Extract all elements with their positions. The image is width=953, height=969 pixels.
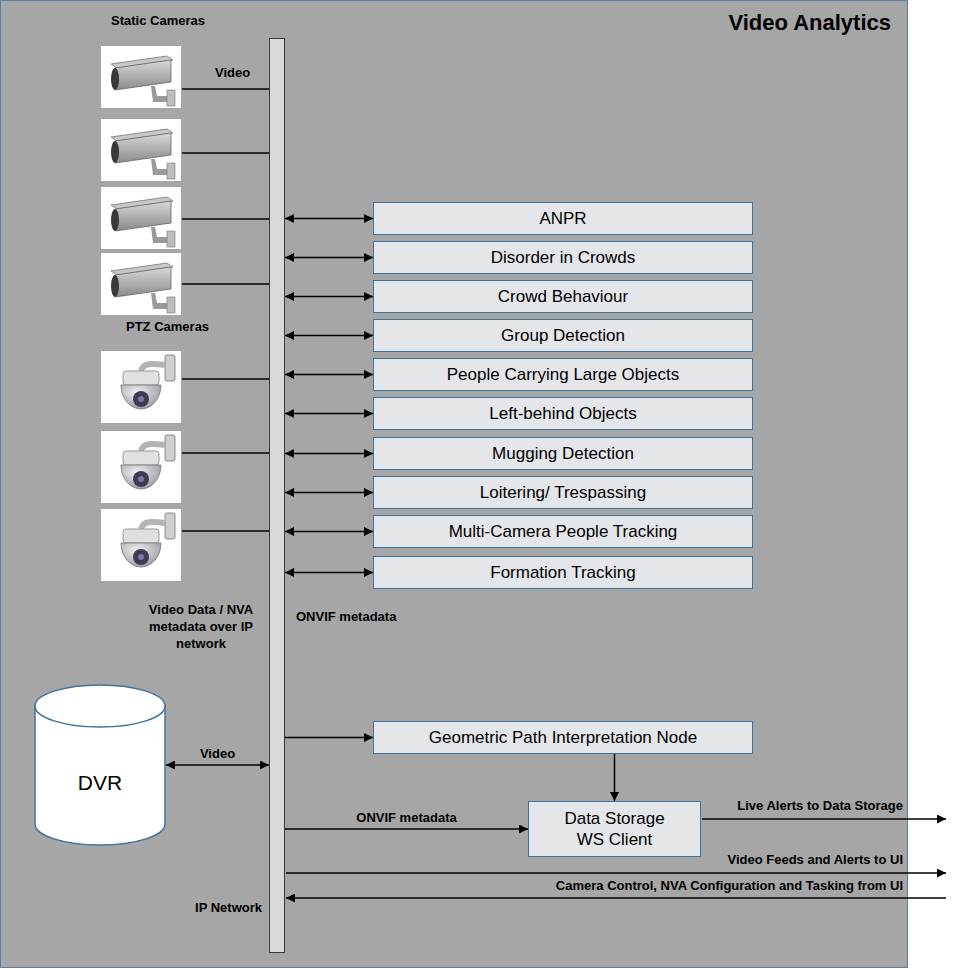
static-camera: [101, 46, 181, 108]
connector-arrow: [285, 453, 373, 455]
analytics-box: Formation Tracking: [373, 556, 753, 589]
analytics-box: People Carrying Large Objects: [373, 358, 753, 391]
static-camera: [101, 119, 181, 181]
camera-link: [182, 152, 269, 154]
node-text: People Carrying Large Objects: [447, 364, 679, 385]
connector-arrow: [285, 296, 373, 298]
ptz-camera: [101, 509, 181, 581]
annotation-label: Video: [215, 65, 250, 81]
analytics-box: Mugging Detection: [373, 437, 753, 470]
annotation-label: Live Alerts to Data Storage: [737, 798, 903, 814]
panel-title: Video Analytics: [728, 10, 891, 36]
node-text: Left-behind Objects: [489, 403, 636, 424]
bus-label: IP Network: [195, 900, 262, 916]
node-text: ANPR: [539, 208, 586, 229]
connector-arrow: [285, 413, 373, 415]
analytics-box: Disorder in Crowds: [373, 241, 753, 274]
analytics-box: Group Detection: [373, 319, 753, 352]
output-arrow: [702, 818, 946, 820]
annotation-label: ONVIF metadata: [296, 609, 396, 625]
input-arrow: [286, 897, 946, 899]
annotation-label: Static Cameras: [111, 13, 205, 29]
annotation-label: PTZ Cameras: [126, 319, 209, 335]
node-text: Formation Tracking: [490, 562, 636, 583]
node-text: Disorder in Crowds: [491, 247, 636, 268]
storage-box: Data Storage WS Client: [528, 801, 701, 857]
camera-link: [182, 530, 269, 532]
edge-label: Video: [198, 746, 237, 762]
connector-arrow: [285, 335, 373, 337]
camera-link: [182, 452, 269, 454]
ptz-camera: [101, 431, 181, 503]
connector-arrow: [285, 737, 373, 739]
annotation-label: Video Feeds and Alerts to UI: [727, 852, 903, 868]
static-camera: [101, 187, 181, 249]
cylinder-outline: [34, 684, 166, 846]
ptz-camera: [101, 351, 181, 423]
node-text: Crowd Behaviour: [498, 286, 628, 307]
connector-arrow: [285, 374, 373, 376]
node-text: Multi-Camera People Tracking: [449, 521, 678, 542]
static-camera: [101, 253, 181, 315]
annotation-label: Camera Control, NVA Configuration and Ta…: [556, 878, 903, 894]
node-text: Loitering/ Trespassing: [480, 482, 646, 503]
dvr-cylinder: DVR: [34, 684, 166, 846]
camera-link: [182, 283, 269, 285]
output-arrow: [286, 872, 946, 874]
camera-link: [182, 218, 269, 220]
connector-arrow: [285, 572, 373, 574]
connector-arrow: [285, 218, 373, 220]
connector-arrow: [285, 492, 373, 494]
connector-arrow: [614, 754, 616, 801]
node-text: Mugging Detection: [492, 443, 634, 464]
ip-network-bus: IP Network: [269, 38, 285, 953]
node-text: DVR: [78, 771, 122, 795]
process-box: Geometric Path Interpretation Node: [373, 721, 753, 754]
node-text: Data Storage WS Client: [552, 808, 677, 850]
analytics-box: ANPR: [373, 202, 753, 235]
connector-arrow: [285, 828, 528, 830]
edge-label: ONVIF metadata: [354, 810, 458, 826]
camera-link: [182, 378, 269, 380]
analytics-box: Left-behind Objects: [373, 397, 753, 430]
connector-arrow: [285, 531, 373, 533]
cylinder-top: [35, 685, 165, 727]
node-text: Geometric Path Interpretation Node: [429, 727, 697, 748]
annotation-label: Video Data / NVA metadata over IP networ…: [144, 601, 258, 652]
analytics-box: Multi-Camera People Tracking: [373, 515, 753, 548]
analytics-box: Loitering/ Trespassing: [373, 476, 753, 509]
connector-arrow: [166, 764, 269, 766]
video-analytics-panel: Video Analytics IP Network ANPR Disorder in…: [0, 0, 908, 968]
connector-arrow: [285, 257, 373, 259]
node-text: Group Detection: [501, 325, 625, 346]
analytics-box: Crowd Behaviour: [373, 280, 753, 313]
camera-link: [182, 88, 269, 90]
